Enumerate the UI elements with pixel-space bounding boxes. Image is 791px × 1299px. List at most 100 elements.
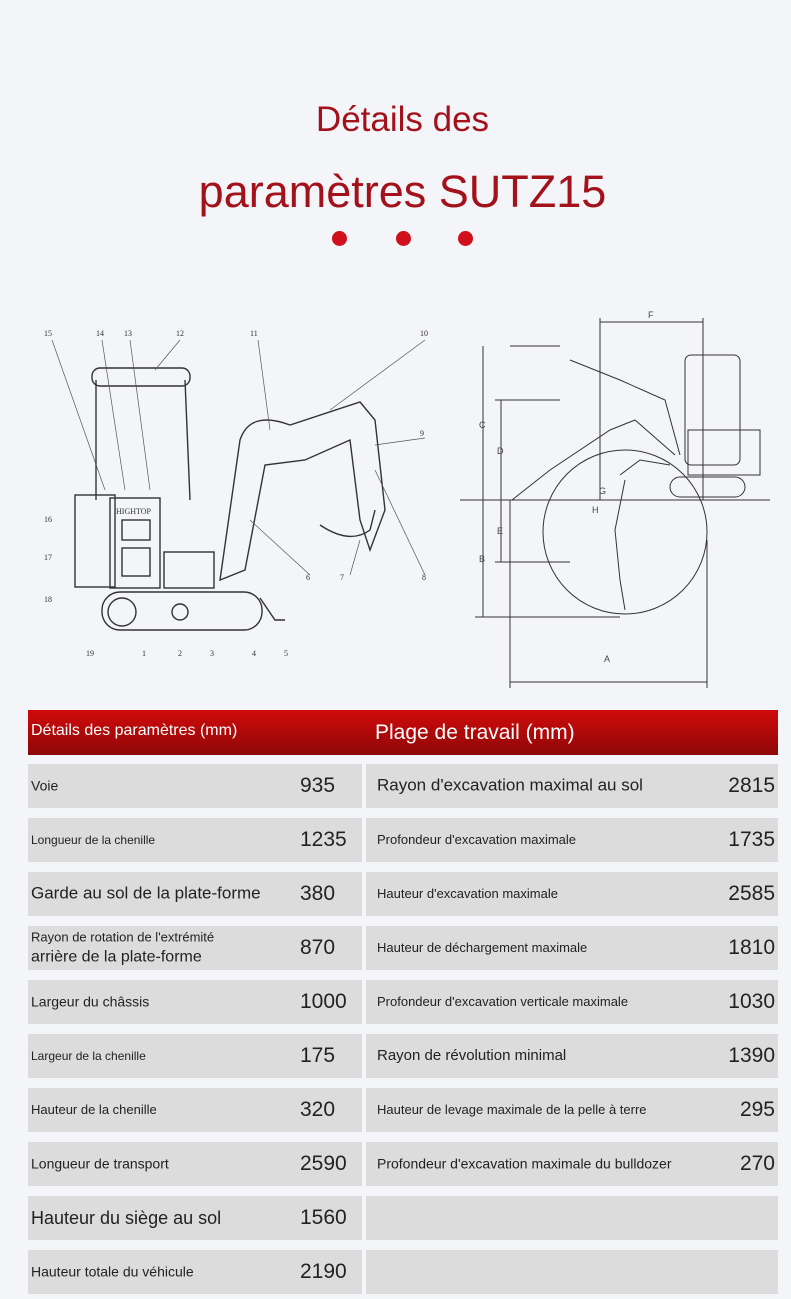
param-label: Rayon de révolution minimal: [377, 1046, 566, 1066]
table-row: Garde au sol de la plate-forme 380: [28, 872, 362, 916]
param-value: 380: [300, 882, 336, 905]
param-value: 1735: [728, 828, 775, 851]
param-label-text: Largeur du châssis: [31, 993, 150, 1010]
part-label: 7: [340, 573, 344, 582]
param-value: 2585: [728, 882, 775, 905]
part-label: 3: [210, 649, 214, 658]
param-value: 320: [300, 1098, 336, 1121]
excavator-parts-diagram: HIGHTOP 1 2 3 4 5 6 7 8 9 10 11 12 13 14…: [44, 329, 428, 658]
param-label: Hauteur de déchargement maximale: [377, 939, 587, 957]
dimension-label: F: [648, 310, 654, 320]
param-label-text: Longueur de transport: [31, 1155, 169, 1172]
param-label: Largeur du châssis: [31, 993, 149, 1012]
dimension-label: G: [599, 486, 606, 496]
param-label-text: Rayon d'excavation maximal au sol: [377, 775, 643, 795]
param-label-text: Profondeur d'excavation verticale maxima…: [377, 994, 629, 1010]
param-label: Rayon d'excavation maximal au sol: [377, 775, 643, 798]
param-label-text: Hauteur de la chenille: [31, 1102, 157, 1118]
table-row: Hauteur totale du véhicule 2190: [28, 1250, 362, 1294]
table-row: Profondeur d'excavation verticale maxima…: [366, 980, 778, 1024]
dimension-label: H: [592, 505, 599, 515]
param-label: Rayon de rotation de l'extrémité arrière …: [31, 928, 214, 967]
param-label-text: Profondeur d'excavation maximale du bull…: [377, 1155, 672, 1172]
param-label: Profondeur d'excavation maximale: [377, 831, 576, 849]
part-label: 12: [176, 329, 184, 338]
param-label-text: Rayon de rotation de l'extrémité: [31, 929, 215, 945]
part-label: 9: [420, 429, 424, 438]
part-label: 6: [306, 573, 310, 582]
param-value: 1000: [300, 990, 347, 1013]
param-label: Profondeur d'excavation verticale maxima…: [377, 993, 628, 1011]
param-label-text: Garde au sol de la plate-forme: [31, 883, 261, 903]
part-label: 16: [44, 515, 52, 524]
param-label-text: Longueur de la chenille: [31, 832, 156, 847]
table-row: Rayon de révolution minimal 1390: [366, 1034, 778, 1078]
decor-dot: [396, 231, 411, 246]
param-label: Largeur de la chenille: [31, 1048, 146, 1064]
param-label: Hauteur de la chenille: [31, 1101, 157, 1119]
param-label: Longueur de transport: [31, 1155, 169, 1174]
table-row: Hauteur d'excavation maximale 2585: [366, 872, 778, 916]
param-label: Voie: [31, 777, 58, 796]
dimension-label: E: [497, 526, 503, 536]
table-row: Largeur du châssis 1000: [28, 980, 362, 1024]
param-label-text: Hauteur du siège au sol: [31, 1207, 222, 1228]
param-value: 2815: [728, 774, 775, 797]
part-label: 17: [44, 553, 52, 562]
table-row: Profondeur d'excavation maximale du bull…: [366, 1142, 778, 1186]
left-header: Détails des paramètres (mm): [31, 722, 238, 739]
param-label-text: Voie: [31, 777, 59, 794]
part-label: 18: [44, 595, 52, 604]
empty-table-cell: [366, 1250, 778, 1294]
param-label: Longueur de la chenille: [31, 832, 155, 848]
param-label-text: Hauteur de levage maximale de la pelle à…: [377, 1102, 647, 1118]
param-label: Hauteur de levage maximale de la pelle à…: [377, 1101, 647, 1119]
table-header: Détails des paramètres (mm) Plage de tra…: [28, 710, 778, 755]
table-row: Voie 935: [28, 764, 362, 808]
param-value: 935: [300, 774, 336, 797]
table-row: Rayon de rotation de l'extrémité arrière …: [28, 926, 362, 970]
param-label-text: Rayon de révolution minimal: [377, 1046, 567, 1064]
param-value: 1560: [300, 1206, 347, 1229]
dimension-label: A: [604, 654, 610, 664]
param-label-text: Hauteur totale du véhicule: [31, 1263, 194, 1280]
param-label: Hauteur totale du véhicule: [31, 1263, 194, 1282]
brand-text: HIGHTOP: [116, 507, 152, 516]
table-row: Longueur de transport 2590: [28, 1142, 362, 1186]
param-label: Hauteur d'excavation maximale: [377, 885, 558, 903]
part-label: 15: [44, 329, 52, 338]
param-value: 2190: [300, 1260, 347, 1283]
param-label: Garde au sol de la plate-forme: [31, 883, 261, 906]
param-label-text: Profondeur d'excavation maximale: [377, 832, 577, 848]
param-label: Profondeur d'excavation maximale du bull…: [377, 1155, 672, 1174]
param-label-text: arrière de la plate-forme: [31, 947, 202, 965]
title-line-2: paramètres SUTZ15: [198, 166, 607, 217]
param-value: 1390: [728, 1044, 775, 1067]
table-row: Hauteur de levage maximale de la pelle à…: [366, 1088, 778, 1132]
param-label: Hauteur du siège au sol: [31, 1206, 221, 1230]
part-label: 11: [250, 329, 258, 338]
param-value: 270: [739, 1152, 775, 1175]
table-row: Profondeur d'excavation maximale 1735: [366, 818, 778, 862]
part-label: 4: [252, 649, 256, 658]
part-label: 1: [142, 649, 146, 658]
dimension-label: D: [497, 446, 504, 456]
param-value: 1030: [728, 990, 775, 1013]
part-label: 8: [422, 573, 426, 582]
part-label: 5: [284, 649, 288, 658]
title-line-1: Détails des: [315, 100, 490, 139]
param-value: 175: [300, 1044, 336, 1067]
table-row: Rayon d'excavation maximal au sol 2815: [366, 764, 778, 808]
param-label-text: Hauteur de déchargement maximale: [377, 940, 588, 956]
dimension-label: B: [479, 554, 485, 564]
part-label: 2: [178, 649, 182, 658]
param-value: 2590: [300, 1152, 347, 1175]
right-header: Plage de travail (mm): [375, 721, 575, 744]
dimension-label: C: [479, 420, 486, 430]
part-label: 19: [86, 649, 94, 658]
param-label-text: Largeur de la chenille: [31, 1048, 146, 1063]
param-label-text: Hauteur d'excavation maximale: [377, 886, 558, 902]
param-value: 870: [300, 936, 336, 959]
